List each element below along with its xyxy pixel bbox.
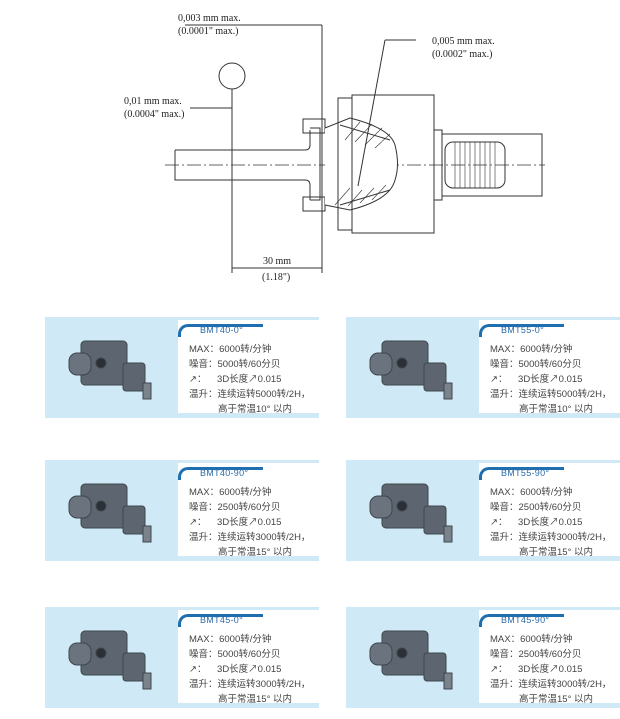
tool-holder-image bbox=[68, 340, 152, 400]
speed-spec: MAX：6000转/分钟 bbox=[490, 634, 573, 645]
runout-spec: ↗： 3D长度↗0.015 bbox=[189, 664, 282, 675]
tolerance-2-mm: 0,005 mm max. bbox=[432, 36, 495, 47]
runout-spec: ↗： 3D长度↗0.015 bbox=[189, 374, 282, 385]
tool-holder-image bbox=[369, 340, 453, 400]
spec-panel: BMT40-90° MAX：6000转/分钟 噪音：2500转/60分贝 ↗： … bbox=[178, 463, 319, 558]
header-accent bbox=[479, 324, 564, 337]
model-name: BMT40-0° bbox=[200, 325, 244, 335]
runout-spec: ↗： 3D长度↗0.015 bbox=[490, 374, 583, 385]
temperature-spec: 温升：连续运转3000转/2H， bbox=[490, 679, 612, 690]
temperature-limit: 高于常温10° 以内 bbox=[519, 404, 594, 415]
temperature-spec: 温升：连续运转3000转/2H， bbox=[189, 532, 311, 543]
model-name: BMT55-0° bbox=[501, 325, 545, 335]
spec-panel: BMT45-90° MAX：6000转/分钟 噪音：2500转/60分贝 ↗： … bbox=[479, 610, 620, 705]
model-name: BMT45-0° bbox=[200, 615, 244, 625]
model-name: BMT45-90° bbox=[501, 615, 550, 625]
tolerance-2-inch: (0.0002" max.) bbox=[432, 49, 492, 60]
runout-spec: ↗： 3D长度↗0.015 bbox=[189, 517, 282, 528]
tool-holder-image bbox=[68, 483, 152, 543]
model-name: BMT40-90° bbox=[200, 468, 249, 478]
tolerance-1-mm: 0,003 mm max. bbox=[178, 13, 241, 24]
temperature-spec: 温升：连续运转5000转/2H， bbox=[490, 389, 612, 400]
model-name: BMT55-90° bbox=[501, 468, 550, 478]
noise-spec: 噪音：2500转/60分贝 bbox=[490, 502, 582, 513]
tolerance-3-inch: (0.0004" max.) bbox=[124, 109, 184, 120]
noise-spec: 噪音：2500转/60分贝 bbox=[490, 649, 582, 660]
runout-spec: ↗： 3D长度↗0.015 bbox=[490, 664, 583, 675]
spec-panel: BMT40-0° MAX：6000转/分钟 噪音：5000转/60分贝 ↗： 3… bbox=[178, 320, 319, 415]
tool-holder-image bbox=[369, 483, 453, 543]
product-card-5: BMT45-90° MAX：6000转/分钟 噪音：2500转/60分贝 ↗： … bbox=[346, 607, 620, 708]
spec-panel: BMT55-0° MAX：6000转/分钟 噪音：5000转/60分贝 ↗： 3… bbox=[479, 320, 620, 415]
product-card-0: BMT40-0° MAX：6000转/分钟 噪音：5000转/60分贝 ↗： 3… bbox=[45, 317, 319, 418]
speed-spec: MAX：6000转/分钟 bbox=[490, 487, 573, 498]
speed-spec: MAX：6000转/分钟 bbox=[490, 344, 573, 355]
dimension-mm: 30 mm bbox=[263, 256, 291, 267]
temperature-limit: 高于常温15° 以内 bbox=[218, 694, 293, 705]
header-accent bbox=[178, 614, 263, 627]
spec-panel: BMT45-0° MAX：6000转/分钟 噪音：5000转/60分贝 ↗： 3… bbox=[178, 610, 319, 705]
temperature-limit: 高于常温15° 以内 bbox=[519, 694, 594, 705]
spec-panel: BMT55-90° MAX：6000转/分钟 噪音：2500转/60分贝 ↗： … bbox=[479, 463, 620, 558]
speed-spec: MAX：6000转/分钟 bbox=[189, 634, 272, 645]
tolerance-1-inch: (0.0001" max.) bbox=[178, 26, 238, 37]
noise-spec: 噪音：2500转/60分贝 bbox=[189, 502, 281, 513]
tool-holder-image bbox=[68, 630, 152, 690]
product-card-2: BMT40-90° MAX：6000转/分钟 噪音：2500转/60分贝 ↗： … bbox=[45, 460, 319, 561]
tool-holder-image bbox=[369, 630, 453, 690]
speed-spec: MAX：6000转/分钟 bbox=[189, 487, 272, 498]
header-accent bbox=[479, 614, 564, 627]
speed-spec: MAX：6000转/分钟 bbox=[189, 344, 272, 355]
temperature-spec: 温升：连续运转3000转/2H， bbox=[189, 679, 311, 690]
product-card-1: BMT55-0° MAX：6000转/分钟 噪音：5000转/60分贝 ↗： 3… bbox=[346, 317, 620, 418]
noise-spec: 噪音：5000转/60分贝 bbox=[490, 359, 582, 370]
tolerance-3-mm: 0,01 mm max. bbox=[124, 96, 182, 107]
temperature-spec: 温升：连续运转3000转/2H， bbox=[490, 532, 612, 543]
temperature-limit: 高于常温10° 以内 bbox=[218, 404, 293, 415]
header-accent bbox=[178, 324, 263, 337]
header-accent bbox=[178, 467, 263, 480]
temperature-spec: 温升：连续运转5000转/2H， bbox=[189, 389, 311, 400]
temperature-limit: 高于常温15° 以内 bbox=[218, 547, 293, 558]
header-accent bbox=[479, 467, 564, 480]
technical-drawing: 0,003 mm max. (0.0001" max.) 0,005 mm ma… bbox=[124, 13, 545, 283]
runout-spec: ↗： 3D长度↗0.015 bbox=[490, 517, 583, 528]
temperature-limit: 高于常温15° 以内 bbox=[519, 547, 594, 558]
product-card-3: BMT55-90° MAX：6000转/分钟 噪音：2500转/60分贝 ↗： … bbox=[346, 460, 620, 561]
noise-spec: 噪音：5000转/60分贝 bbox=[189, 649, 281, 660]
product-card-4: BMT45-0° MAX：6000转/分钟 噪音：5000转/60分贝 ↗： 3… bbox=[45, 607, 319, 708]
noise-spec: 噪音：5000转/60分贝 bbox=[189, 359, 281, 370]
dimension-inch: (1.18") bbox=[262, 272, 290, 283]
